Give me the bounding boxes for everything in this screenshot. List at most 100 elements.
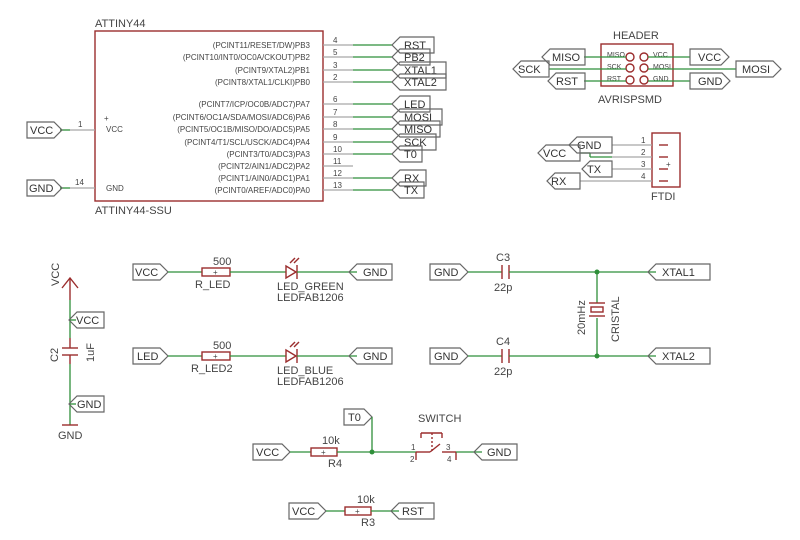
net-label-gnd-mcu: GND: [26, 179, 63, 197]
net-label-text: GND: [487, 447, 512, 459]
ftdi-name: FTDI: [651, 191, 675, 203]
net-label-text: TX: [404, 185, 419, 197]
net-label-text: VCC: [135, 267, 158, 279]
net-label-outline: [391, 169, 427, 187]
pushbutton-switch[interactable]: SWITCH 1 2 3 4: [410, 413, 461, 464]
led-green-value: LEDFAB1206: [277, 292, 344, 304]
net-label-t0-mcu: T0: [391, 145, 423, 163]
net-label-text: RX: [404, 173, 420, 185]
ground-symbol: GND: [58, 424, 83, 442]
net-label-vcc-c2: VCC: [68, 311, 105, 329]
led-blue[interactable]: LED_BLUE LEDFAB1206: [277, 341, 344, 388]
net-label-text: RST: [402, 506, 424, 518]
gnd-pin-name: GND: [106, 184, 124, 193]
attiny44-name: ATTINY44: [95, 18, 146, 30]
net-label-xtal2-mcu: XTAL2: [391, 73, 447, 91]
mcu-pin-number: 2: [333, 73, 338, 82]
r-led2-name: R_LED2: [191, 363, 233, 375]
capacitor-c3[interactable]: C3 22p: [494, 252, 512, 294]
net-label-text: MOSI: [404, 112, 432, 124]
net-label-outline: [391, 120, 441, 138]
net-label-text: VCC: [30, 125, 53, 137]
net-label-rst-header: RST: [547, 72, 586, 90]
net-label-outline: [391, 181, 425, 199]
net-label-text: T0: [348, 412, 361, 424]
net-label-led-led-blue: LED: [132, 347, 169, 365]
pin-number-14: 14: [75, 178, 84, 187]
net-label-outline: [391, 108, 443, 126]
net-label-gnd-c3: GND: [429, 263, 469, 281]
vcc-pin-name: VCC: [106, 125, 123, 134]
ftdi-pin-number: 3: [641, 160, 646, 169]
mcu-pin-label: (PCINT8/XTAL1/CLKI)PB0: [215, 78, 311, 87]
net-label-text: GND: [698, 76, 723, 88]
mcu-pin-label: (PCINT11/RESET/DW)PB3: [213, 41, 311, 50]
mcu-pin-label: (PCINT9/XTAL2)PB1: [235, 66, 311, 75]
net-label-text: GND: [577, 140, 602, 152]
net-label-text: LED: [137, 351, 158, 363]
net-label-outline: [391, 61, 447, 79]
avrisp-header[interactable]: HEADER AVRISPSMD MISO SCK RST VCC MOSI G…: [598, 30, 674, 106]
mcu-pin-number: 5: [333, 48, 338, 57]
net-label-text: XTAL2: [662, 351, 695, 363]
net-label-outline: [391, 73, 447, 91]
resistor-r3[interactable]: + 10k R3: [344, 494, 375, 529]
ftdi-plus: +: [666, 160, 671, 169]
net-label-gnd-c2: GND: [68, 395, 105, 413]
capacitor-c4[interactable]: C4 22p: [494, 336, 512, 378]
attiny44-value: ATTINY44-SSU: [95, 205, 172, 217]
net-label-text: GND: [434, 267, 459, 279]
net-label-text: VCC: [543, 148, 566, 160]
net-label-gnd-led-blue: GND: [348, 347, 393, 365]
c2-value: 1uF: [85, 343, 97, 362]
header-pad: [639, 63, 649, 73]
net-label-text: GND: [434, 351, 459, 363]
net-label-text: VCC: [698, 52, 721, 64]
net-label-text: SCK: [518, 64, 541, 76]
header-value: AVRISPSMD: [598, 94, 662, 106]
resistor-r4[interactable]: + 10k R4: [310, 435, 342, 470]
net-label-text: LED: [404, 99, 425, 111]
resistor-plus: +: [213, 268, 218, 277]
ftdi-pin-number: 1: [641, 136, 646, 145]
net-label-tx-mcu: TX: [391, 181, 425, 199]
ftdi-connector[interactable]: FTDI +: [651, 132, 681, 203]
header-pad: [625, 52, 635, 62]
switch-pin-number: 2: [410, 455, 415, 464]
capacitor-c2[interactable]: C2 1uF: [49, 338, 97, 364]
net-label-gnd-led-green: GND: [348, 263, 393, 281]
net-label-sck-header: SCK: [512, 60, 550, 78]
net-label-text: GND: [363, 351, 388, 363]
net-label-text: MOSI: [742, 64, 770, 76]
net-label-text: VCC: [256, 447, 279, 459]
ftdi-body: [651, 132, 681, 188]
net-label-xtal1: XTAL1: [647, 263, 711, 281]
resistor-r-led[interactable]: + 500 R_LED: [195, 256, 231, 291]
crystal-x1[interactable]: 20mHz CRISTAL: [576, 296, 622, 342]
attiny44-chip[interactable]: ATTINY44 ATTINY44-SSU + VCC GND (PCINT11…: [94, 18, 447, 217]
net-label-rx-ftdi: RX: [546, 172, 581, 190]
led-blue-name: LED_BLUE: [277, 365, 333, 377]
resistor-plus: +: [321, 448, 326, 457]
crystal-frequency: 20mHz: [576, 300, 588, 335]
header-pin-sck: SCK: [607, 64, 622, 71]
mcu-pin-label: (PCINT0/AREF/ADC0)PA0: [215, 186, 311, 195]
net-label-text: XTAL1: [662, 267, 695, 279]
ftdi-pin-number: 2: [641, 148, 646, 157]
header-pin-mosi: MOSI: [653, 64, 671, 71]
mcu-pin-label: (PCINT10/INT0/OC0A/CKOUT)PB2: [183, 53, 311, 62]
mcu-pin-row: (PCINT8/XTAL1/CLKI)PB0 2 XTAL2: [215, 73, 447, 91]
resistor-r-led2[interactable]: + 500 R_LED2: [191, 340, 233, 375]
mcu-pin-number: 6: [333, 95, 338, 104]
led-green[interactable]: LED_GREEN LEDFAB1206: [277, 257, 344, 304]
header-pad: [639, 75, 649, 85]
mcu-pin-label: (PCINT2/AIN1/ADC2)PA2: [218, 162, 310, 171]
mcu-pin-label: (PCINT3/T0/ADC3)PA3: [227, 150, 311, 159]
net-label-gnd-header: GND: [689, 72, 731, 90]
